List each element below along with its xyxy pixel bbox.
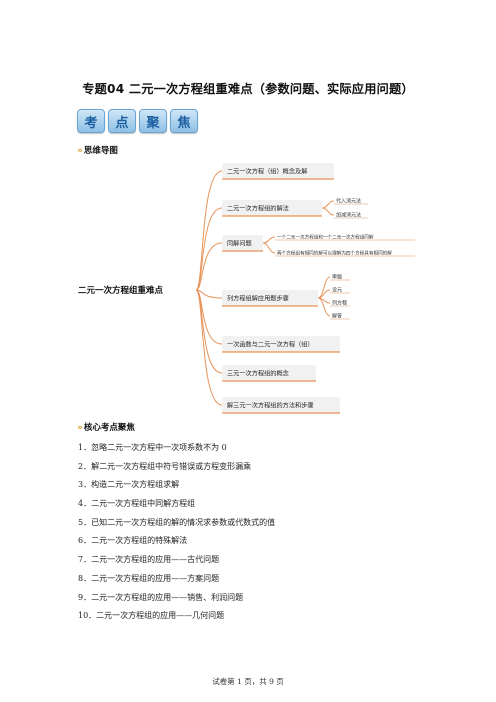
mindmap-connector [317,276,331,299]
mindmap-branch-label: 解三元一次方程组的方法和步骤 [227,402,314,410]
mindmap-branch-label: 二元一次方程（组）概念及解 [227,168,307,176]
mindmap-branch-label: 列方程组解应用题步骤 [227,295,289,303]
key-points-list: 1．忽略二元一次方程中一次项系数不为 0 2．解二元一次方程组中符号错误或方程变… [78,439,275,626]
page-footer: 试卷第 1 页，共 9 页 [212,677,284,686]
page-title: 专题04 二元一次方程组重难点（参数问题、实际应用问题） [82,82,414,96]
mindmap-leaf-label: 设元 [332,287,342,294]
mindmap-branch-label: 三元一次方程组的概念 [227,370,289,378]
mindmap-leaf-label: 加减消元法 [336,212,361,219]
mindmap-connector [262,236,276,244]
list-item: 4．二元一次方程组中同解方程组 [78,499,196,509]
chevron-icon: » [77,423,83,433]
mindmap-leaf-label: 列方程 [332,300,347,307]
mindmap-branch-box [222,235,263,251]
badge-char: 焦 [170,109,198,133]
mindmap-connector [195,242,223,291]
mindmap-leaf-label: 一个二元一次方程组和一个二元一次方程组同解 [277,234,374,241]
mindmap-branch-label: 二元一次方程组的解法 [227,205,289,213]
badge-char: 点 [108,109,136,133]
mindmap-leaf-label: 代入消元法 [336,198,361,205]
mindmap-connector [195,289,223,406]
list-item: 8．二元一次方程组的应用——方案问题 [78,573,220,583]
mindmap-branch-box [222,290,318,306]
mindmap-leaf-label: 两个方程组有相同的解可以理解为四个方程具有相同的解 [277,250,392,257]
mindmap-branch-box [222,336,340,352]
list-item: 6．二元一次方程组的特殊解法 [78,536,188,546]
list-item: 7．二元一次方程组的应用——古代问题 [78,555,220,565]
mindmap-branch-box [222,365,316,381]
mindmap-connector [321,200,335,209]
mindmap-connector [317,297,331,317]
mindmap-leaf-label: 解答 [332,313,342,320]
badge-char: 聚 [139,109,167,133]
mindmap-branch-label: 同解问题 [227,240,252,248]
mindmap-connector [195,289,223,299]
list-item: 1．忽略二元一次方程中一次项系数不为 0 [78,443,227,452]
mindmap-branch-box [222,163,334,179]
mindmap-connector [321,207,335,216]
section-heading-text: 核心考点聚焦 [83,423,135,433]
list-item: 10．二元一次方程组的应用——几何问题 [78,611,225,621]
list-item: 5．已知二元一次方程组的解的情况求参数或代数式的值 [78,517,276,527]
mindmap-connector [262,242,276,254]
topic-badges: 考 点 聚 焦 [77,109,198,133]
mindmap-leaf-label: 审题 [332,274,342,281]
badge-char: 考 [77,109,105,133]
list-item: 3．构造二元一次方程组求解 [78,480,180,490]
section-heading-points: »核心考点聚焦 [77,421,135,433]
mindmap-connector [195,207,223,291]
mindmap-branch-label: 一次函数与二元一次方程（组） [227,341,314,349]
mindmap-branch-box [222,397,340,413]
list-item: 2．解二元一次方程组中符号错误或方程变形漏乘 [78,461,252,471]
mindmap-connector [195,170,223,291]
chevron-icon: » [77,146,83,156]
mindmap-root: 二元一次方程组重难点 [78,285,164,296]
section-heading-mindmap: »思维导图 [77,144,118,156]
mindmap-branch-box [222,200,322,216]
section-heading-text: 思维导图 [83,146,118,156]
list-item: 9．二元一次方程组的应用——销售、利润问题 [78,592,244,602]
